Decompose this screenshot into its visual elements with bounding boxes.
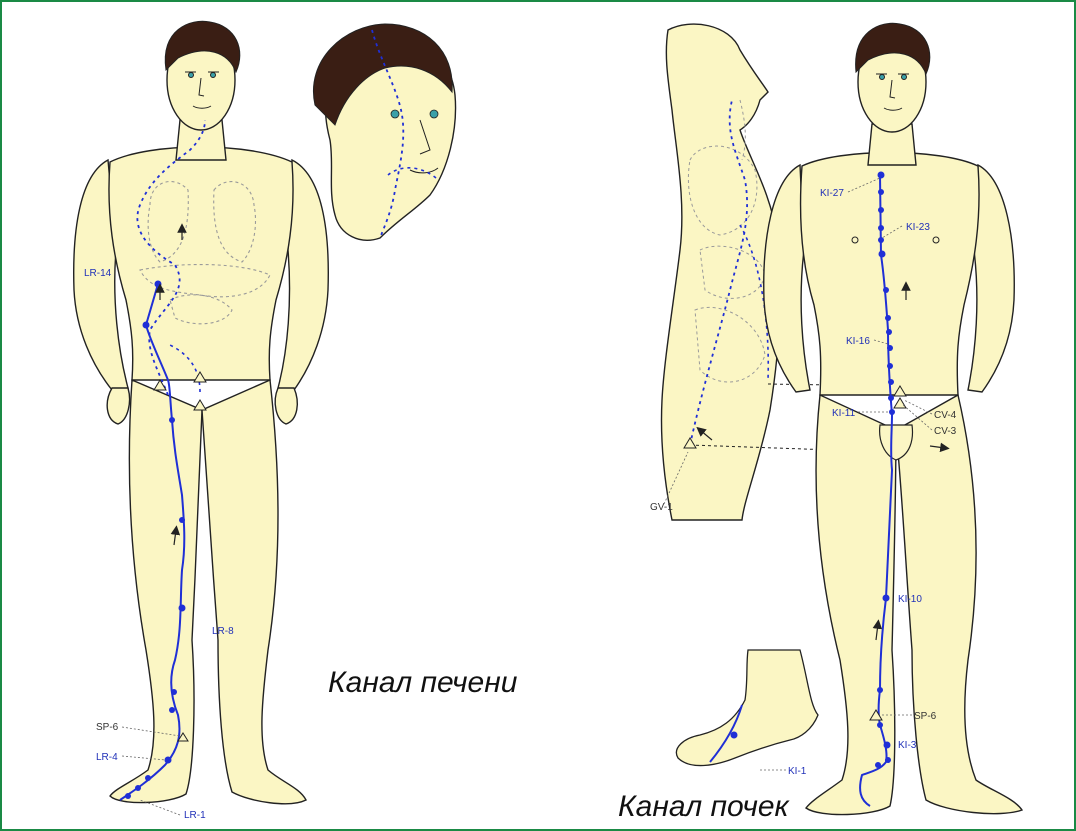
caption-kidney-channel: Канал почек <box>618 790 789 824</box>
label-gv1: GV-1 <box>650 502 673 513</box>
label-liver-sp6: SP-6 <box>96 722 119 733</box>
label-ki27: KI-27 <box>820 188 844 199</box>
label-kidney-sp6: SP-6 <box>914 711 937 722</box>
label-cv4: CV-4 <box>934 410 957 421</box>
label-ki10: KI-10 <box>898 594 922 605</box>
head-inset <box>313 24 455 240</box>
label-ki1: KI-1 <box>788 766 807 777</box>
foot-inset <box>676 650 818 766</box>
liver-figure <box>74 30 329 804</box>
label-lr4: LR-4 <box>96 752 118 763</box>
label-lr8: LR-8 <box>212 626 234 637</box>
label-cv3: CV-3 <box>934 426 957 437</box>
label-ki23: KI-23 <box>906 222 930 233</box>
label-ki11: KI-11 <box>832 408 856 419</box>
label-ki3: KI-3 <box>898 740 917 751</box>
caption-liver-channel: Канал печени <box>328 666 517 700</box>
label-ki16: KI-16 <box>846 336 870 347</box>
label-lr14: LR-14 <box>84 268 112 279</box>
label-lr1: LR-1 <box>184 810 206 821</box>
